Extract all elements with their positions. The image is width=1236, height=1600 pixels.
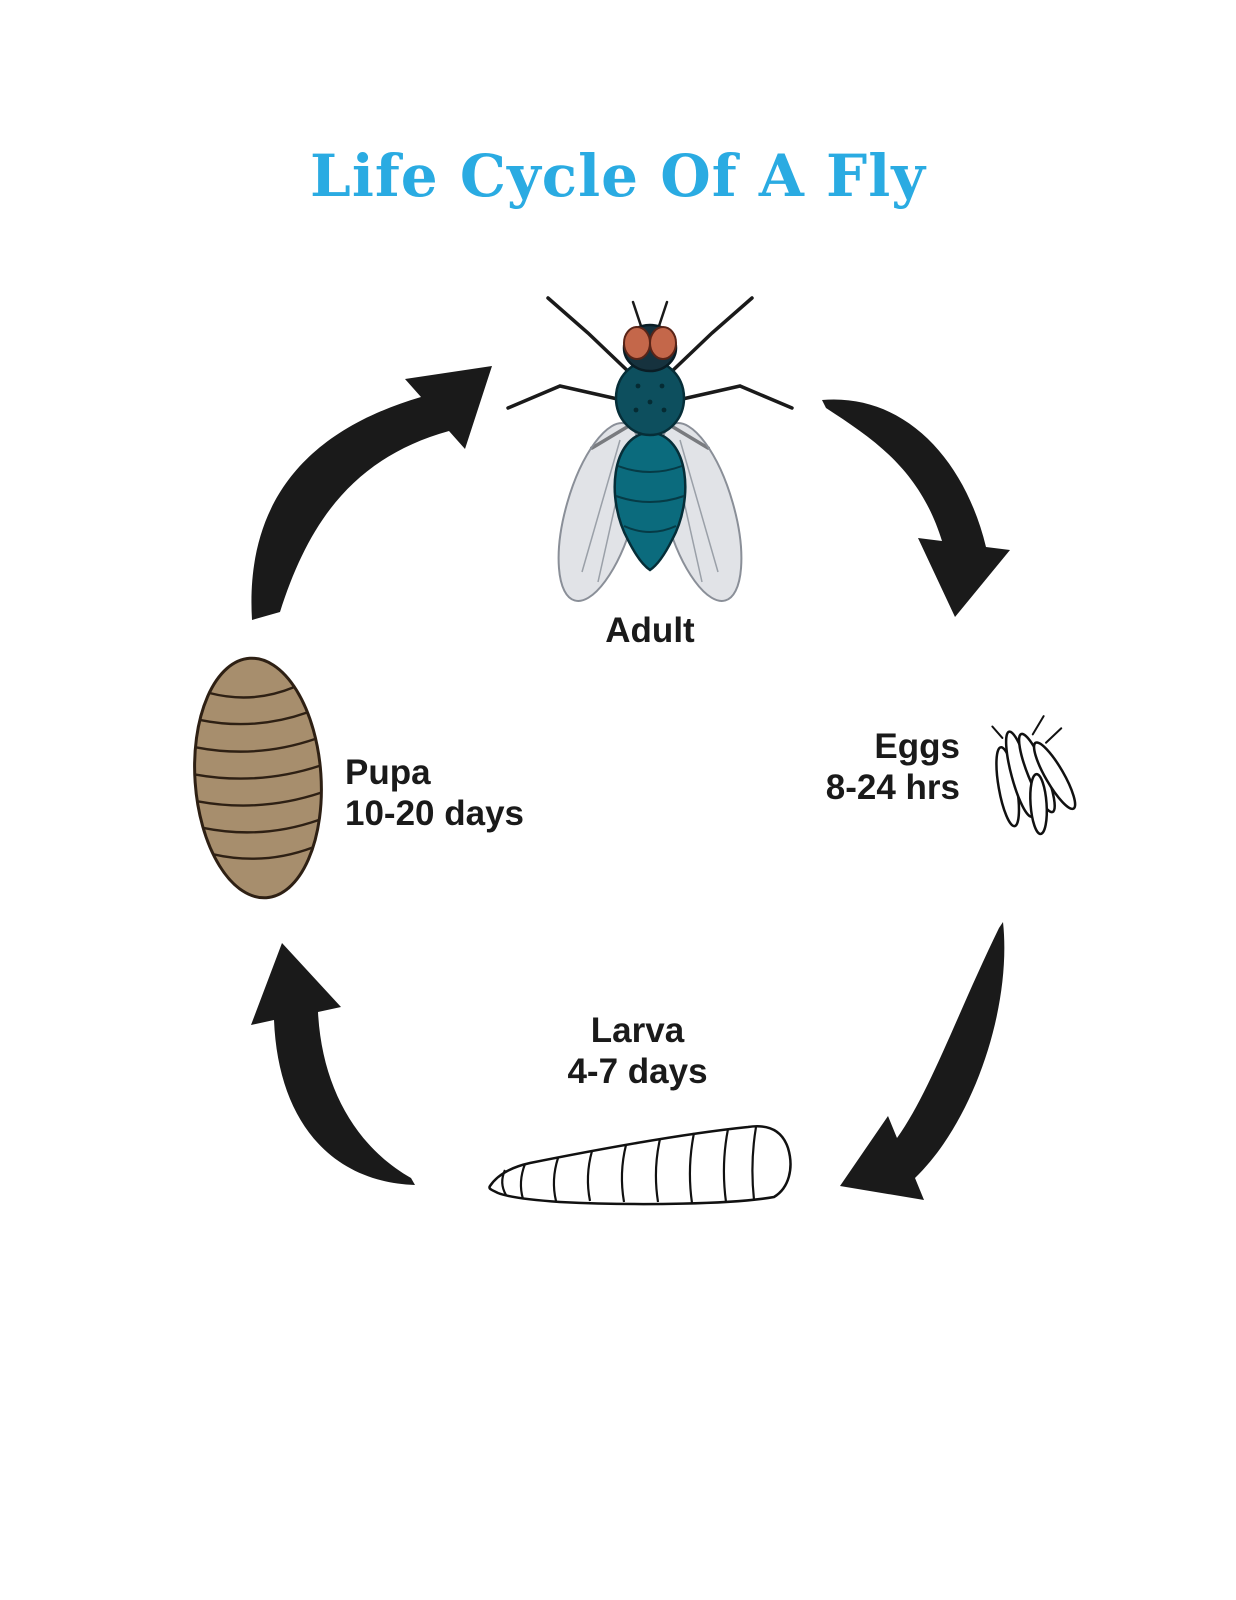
egg-5: [1029, 772, 1049, 836]
fly-right-eye: [649, 326, 677, 360]
eggs-name: Eggs: [874, 727, 960, 766]
arrow-pupa-to-adult-icon: [251, 366, 492, 620]
arrow-eggs-to-larva-icon: [840, 922, 1005, 1200]
egg-4: [1032, 741, 1077, 811]
larva-segments: [501, 1126, 758, 1204]
arrow-pupa-to-adult-shape: [251, 366, 492, 620]
stage-label-larva: Larva 4-7 days: [520, 1010, 755, 1092]
title-layer: Life Cycle Of A Fly: [310, 142, 927, 210]
adult-name: Adult: [605, 611, 695, 650]
arrow-larva-to-pupa-shape: [251, 943, 415, 1185]
pupa-duration: 10-20 days: [345, 794, 525, 833]
pupa-name: Pupa: [345, 753, 431, 792]
fly-abdomen-segments: [615, 465, 685, 533]
fly-left-eye: [623, 326, 651, 360]
larva-body: [488, 1125, 792, 1206]
larva-name: Larva: [590, 1011, 685, 1050]
diagram-title: Life Cycle Of A Fly: [310, 142, 927, 210]
arrow-adult-to-eggs-shape: [822, 399, 1010, 617]
larva-duration: 4-7 days: [567, 1052, 708, 1091]
eggs-duration: 8-24 hrs: [825, 768, 960, 807]
arrow-eggs-to-larva-shape: [840, 922, 1005, 1200]
pupa-icon: [193, 656, 323, 900]
fly-thorax-spots: [633, 383, 667, 413]
adult-fly-icon: [506, 296, 794, 602]
eggs-icon: [991, 715, 1077, 836]
arrow-larva-to-pupa-icon: [251, 943, 415, 1185]
egg-spikes: [991, 715, 1063, 744]
stage-label-pupa: Pupa 10-20 days: [345, 752, 524, 834]
stage-label-adult: Adult: [540, 610, 760, 651]
stage-label-eggs: Eggs 8-24 hrs: [826, 726, 960, 808]
pupa-segments: [194, 686, 322, 860]
arrow-adult-to-eggs-icon: [822, 399, 1010, 617]
larva-icon: [488, 1125, 792, 1206]
